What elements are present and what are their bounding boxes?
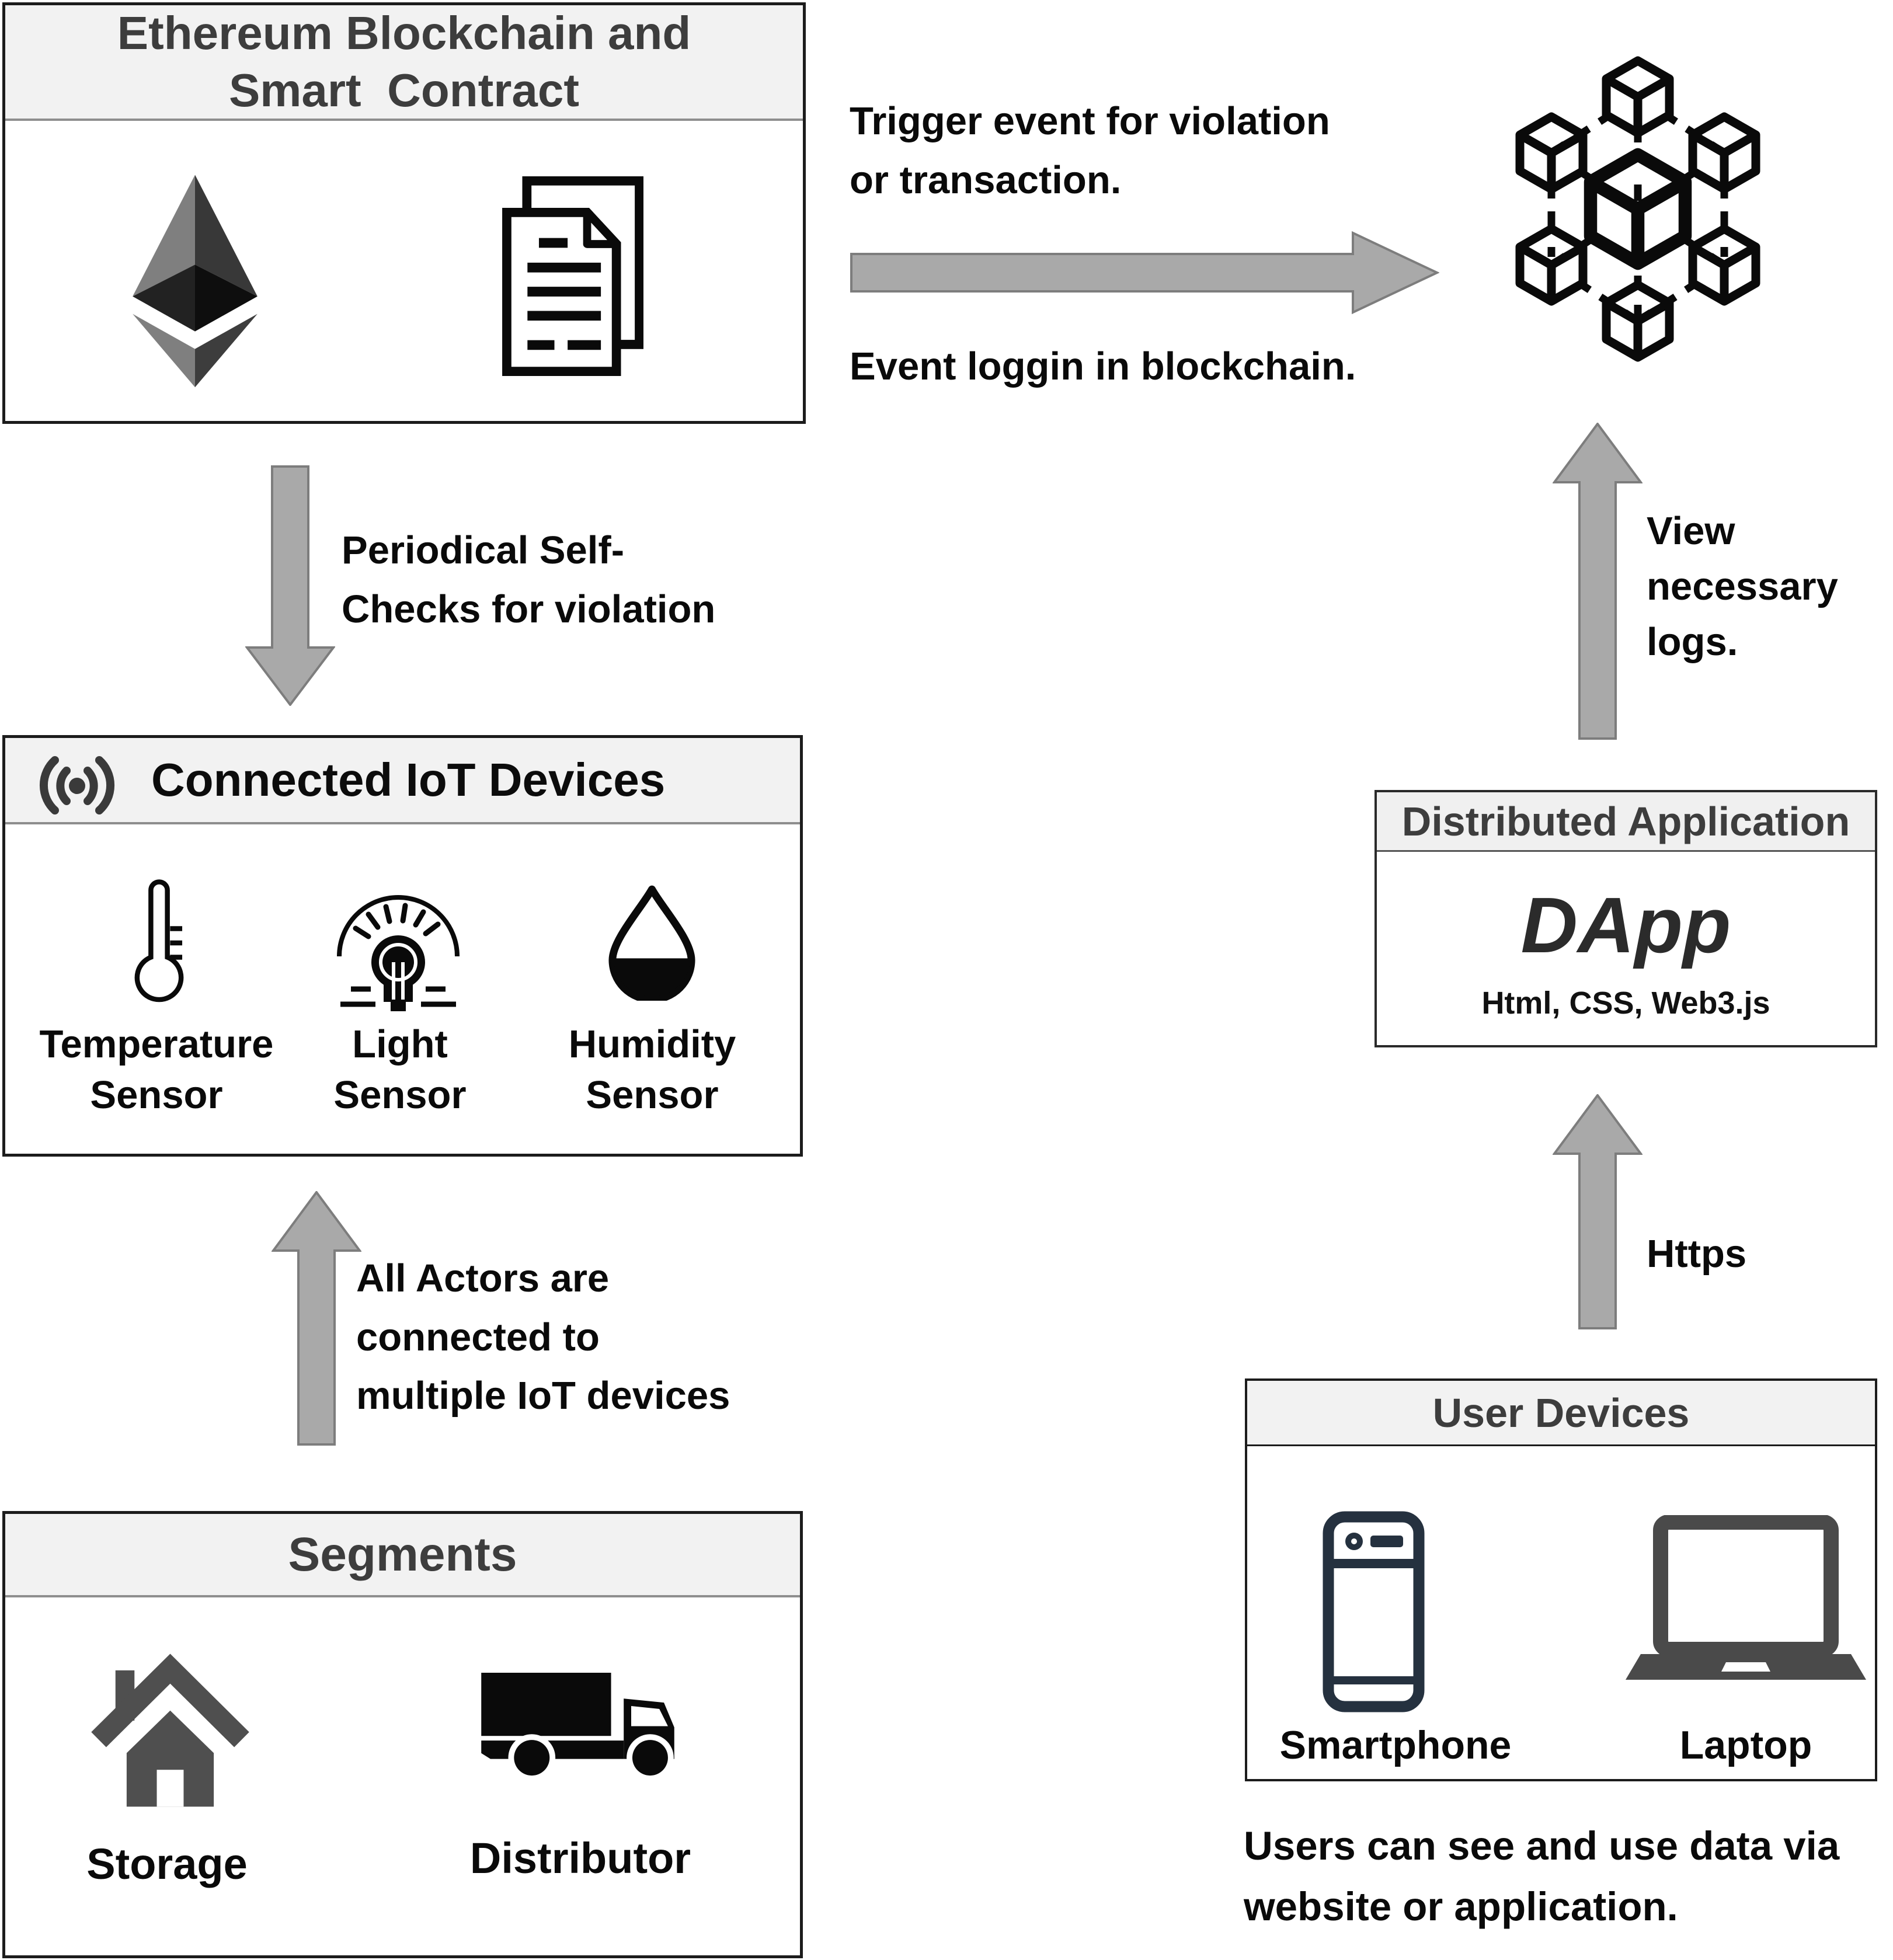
actors-line1: All Actors are [356,1256,610,1300]
smart-contract-icon [502,176,643,376]
house-icon [91,1653,249,1807]
users-note: Users can see and use data via website o… [1244,1816,1839,1937]
storage-label: Storage [21,1839,313,1889]
view-logs-line2: necessary [1647,565,1838,609]
broadcast-icon [39,756,115,814]
view-logs-note: View necessary logs. [1647,503,1838,670]
distributor-label: Distributor [434,1833,726,1883]
truck-icon [481,1673,674,1779]
blockchain-network-icon [1486,46,1790,372]
humidity-label-line1: Humidity [568,1022,736,1066]
iot-box-title: Connected IoT Devices [151,754,666,806]
laptop-label-text: Laptop [1679,1723,1812,1767]
ethereum-box-header: Ethereum Blockchain and Smart Contract [5,5,803,121]
trigger-event-line2: or transaction. [850,158,1122,202]
actors-line2: connected to [356,1315,600,1359]
iot-box-header: Connected IoT Devices [5,738,800,824]
periodical-line1: Periodical Self- [342,528,625,572]
temperature-label-line1: Temperature [39,1022,274,1066]
iot-devices-box: Connected IoT Devices [2,735,803,1157]
light-sensor-label: Light Sensor [260,1019,540,1120]
segments-box-title: Segments [288,1527,517,1581]
storage-label-text: Storage [86,1840,248,1888]
user-devices-title: User Devices [1432,1390,1690,1436]
right-arrow [850,231,1439,314]
trigger-event-note: Trigger event for violation or transacti… [850,92,1330,210]
water-drop-icon [608,885,695,1001]
humidity-label-line2: Sensor [586,1073,719,1117]
users-note-line1: Users can see and use data via [1244,1823,1840,1868]
ethereum-blockchain-box: Ethereum Blockchain and Smart Contract [2,2,806,424]
view-logs-line3: logs. [1647,620,1738,664]
event-loggin-note: Event loggin in blockchain. [850,337,1356,396]
user-devices-header: User Devices [1247,1381,1875,1446]
temperature-label-line2: Sensor [90,1073,223,1117]
dapp-box: Distributed Application DApp Html, CSS, … [1374,790,1877,1047]
dapp-tech: Html, CSS, Web3.js [1481,986,1770,1021]
thermometer-icon [134,879,184,1002]
actors-line3: multiple IoT devices [356,1374,730,1418]
up-arrow-actors [272,1191,361,1446]
light-bulb-icon [337,895,460,1011]
event-loggin-text: Event loggin in blockchain. [850,344,1356,388]
smartphone-label: Smartphone [1250,1722,1541,1768]
ethereum-logo-icon [133,175,257,388]
trigger-event-line1: Trigger event for violation [850,99,1330,143]
temperature-sensor-label: Temperature Sensor [16,1019,297,1120]
up-arrow-view-logs [1553,423,1643,740]
dapp-box-header: Distributed Application [1377,792,1875,852]
light-label-line2: Sensor [333,1073,467,1117]
ethereum-box-title-line2: Smart Contract [228,64,580,116]
laptop-icon [1626,1515,1866,1680]
distributor-label-text: Distributor [469,1834,691,1882]
light-label-line1: Light [352,1022,448,1066]
users-note-line2: website or application. [1244,1884,1678,1929]
ethereum-box-title-line1: Ethereum Blockchain and [117,7,691,60]
actors-note: All Actors are connected to multiple IoT… [356,1249,730,1426]
periodical-checks-note: Periodical Self- Checks for violation [342,521,715,639]
dapp-name: DApp [1520,881,1731,969]
https-text: Https [1647,1232,1747,1276]
view-logs-line1: View [1647,509,1735,553]
humidity-sensor-label: Humidity Sensor [512,1019,792,1120]
https-note: Https [1647,1225,1746,1284]
dapp-box-title: Distributed Application [1401,798,1850,844]
smartphone-icon [1323,1511,1425,1712]
smartphone-label-text: Smartphone [1279,1723,1512,1767]
periodical-line2: Checks for violation [342,587,716,631]
down-arrow [245,465,335,706]
laptop-label: Laptop [1600,1722,1892,1768]
up-arrow-https [1553,1094,1643,1329]
ethereum-box-title: Ethereum Blockchain and Smart Contract [117,5,691,119]
segments-box-header: Segments [5,1514,800,1597]
